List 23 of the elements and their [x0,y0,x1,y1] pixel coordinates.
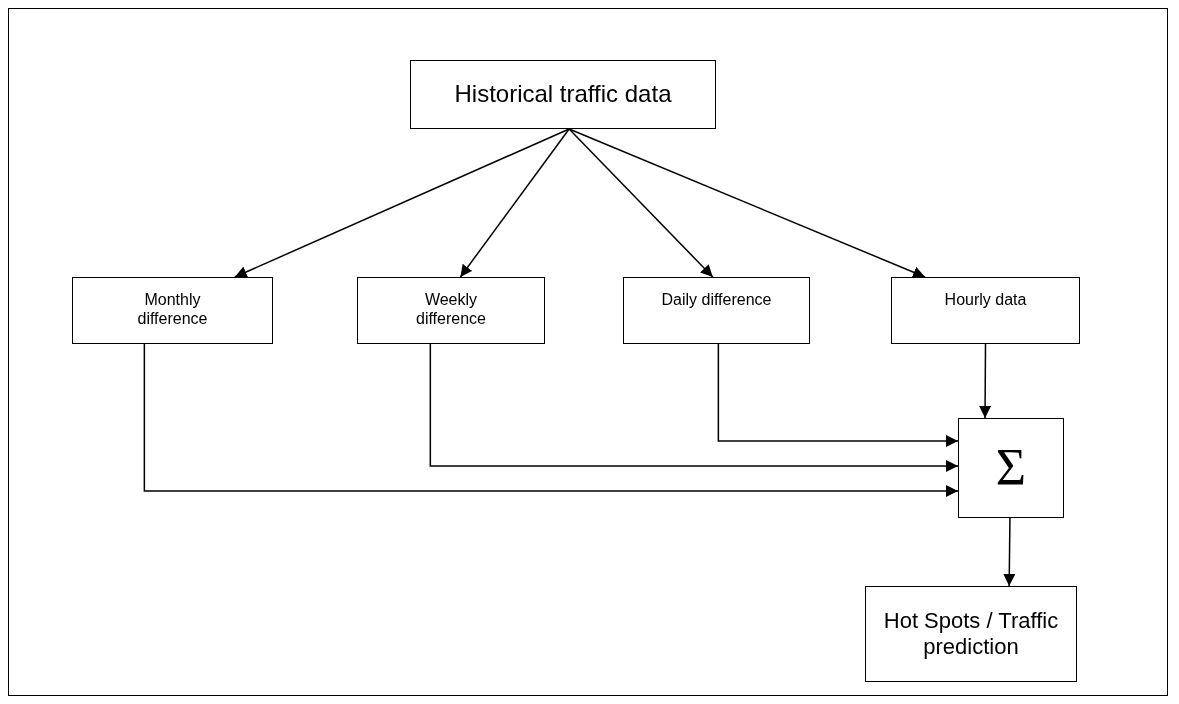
process-box [891,277,1080,344]
box-label: Monthly difference [136,290,209,329]
arrow [979,343,992,419]
arrow [717,343,959,447]
source-box [410,60,716,129]
box-label: Historical traffic data [454,80,672,109]
arrow [143,343,959,497]
sum-symbol: Σ [995,437,1027,498]
box-label: Daily difference [661,290,772,310]
result-box [865,586,1077,682]
box-label: Weekly difference [415,290,487,329]
process-box [72,277,273,344]
arrow [568,128,926,278]
process-box [623,277,810,344]
box-label: Hot Spots / Traffic prediction [882,607,1060,661]
arrow [568,128,714,278]
sum-box [958,418,1064,518]
arrow [234,128,570,278]
box-label: Hourly data [944,290,1027,310]
arrow [429,343,959,472]
process-box [357,277,545,344]
arrow [459,128,570,278]
arrow [1003,517,1016,587]
